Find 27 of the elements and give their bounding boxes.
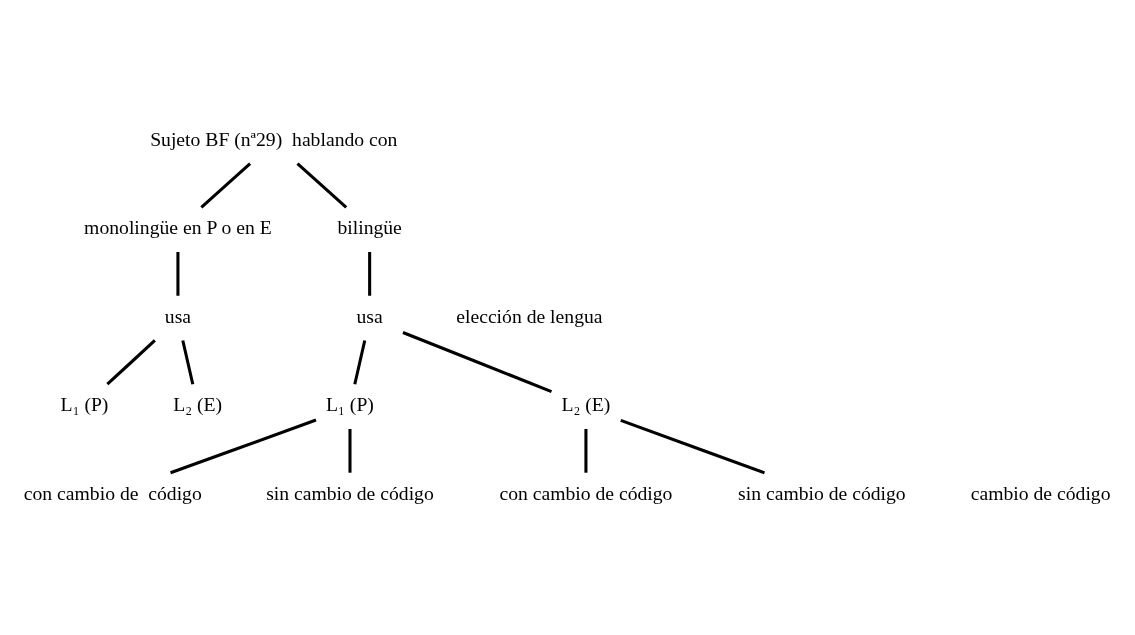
connector: [353, 339, 367, 385]
node-text: L₁ (P): [60, 392, 109, 415]
connector: [348, 428, 352, 473]
node-text: monolingüe en P o en E: [84, 215, 272, 238]
connector: [368, 251, 372, 296]
node-text: usa: [356, 304, 383, 327]
connector: [170, 418, 317, 474]
connector: [296, 161, 348, 208]
node-text: con cambio de código: [23, 481, 202, 504]
connector: [200, 161, 252, 208]
node-text: sin cambio de código: [266, 481, 434, 504]
connector: [181, 339, 195, 385]
node-text: L₂ (E): [173, 392, 223, 415]
node-text: L₁ (P): [326, 392, 374, 415]
node-text: Sujeto BF (nª29) hablando con: [150, 127, 398, 150]
node-text: sin cambio de código: [738, 481, 906, 504]
node-text: usa: [164, 304, 192, 327]
connector: [402, 330, 553, 393]
node-text: bilingüe: [337, 215, 402, 238]
label: elección de lengua: [456, 304, 603, 327]
node-text: con cambio de código: [499, 481, 673, 504]
connector: [176, 251, 180, 296]
connector: [584, 428, 588, 473]
connector: [106, 338, 156, 385]
node-text: L₂ (E): [561, 392, 611, 415]
label: cambio de código: [970, 481, 1111, 504]
connector: [620, 418, 766, 474]
